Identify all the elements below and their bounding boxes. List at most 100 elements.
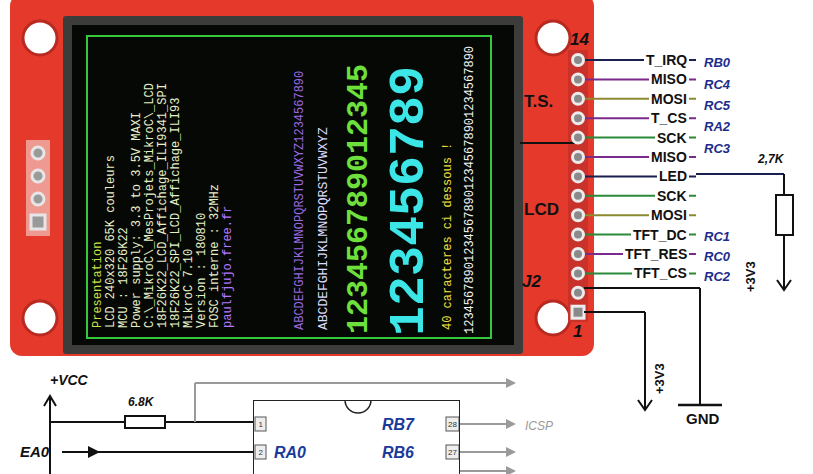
screen-digits: 123456789 <box>384 66 436 336</box>
pin-name: RB7 <box>382 416 414 434</box>
arrow-head <box>506 419 516 429</box>
supply-arrow <box>777 280 791 290</box>
supply-arrow <box>44 396 56 406</box>
pin-box <box>255 417 266 431</box>
screen-text: 1234567890123456789012345678901234567890 <box>463 46 477 334</box>
port-pin: RC1 <box>704 229 730 244</box>
signal-name: T_CS <box>649 110 689 126</box>
icsp-wire <box>460 451 508 453</box>
arrow-head <box>506 378 516 388</box>
signal-name: EA0 <box>20 443 49 460</box>
ground-symbol <box>678 404 722 407</box>
mclr-wire <box>50 421 125 423</box>
header-pad <box>573 249 584 260</box>
screen-text: MikroC 7.10 <box>182 249 196 328</box>
header-pad <box>573 190 584 201</box>
icsp-wire <box>460 423 508 425</box>
header-pad <box>573 210 584 221</box>
ground-label: GND <box>686 410 719 427</box>
signal-name: SCK <box>655 188 689 204</box>
resistor-value: 2,7K <box>758 152 783 166</box>
header-pad <box>573 287 584 298</box>
screen-text: Version : 180810 <box>195 213 209 328</box>
vcc-wire <box>584 311 645 313</box>
icsp-wire <box>194 383 196 422</box>
vcc-wire <box>49 397 51 474</box>
led-wire <box>696 173 784 175</box>
port-pin: RB0 <box>704 55 730 70</box>
header-pad <box>573 268 584 279</box>
signal-name: SCK <box>655 130 689 146</box>
port-pin: RC3 <box>704 141 730 156</box>
screen-text: C:\_MikroC\_MesProjets_MikroC\_LCD <box>143 83 157 328</box>
display-frame <box>87 36 491 338</box>
gnd-wire <box>699 288 701 405</box>
header-pad <box>573 93 584 104</box>
screen-text: paulfjujo.free.fr <box>221 206 235 328</box>
mounting-hole <box>23 21 57 55</box>
screen-text: ABCDEFGHIJKLMNOPQRSTUVWXYZ1234567890 <box>293 71 307 330</box>
header-pad <box>573 171 584 182</box>
pin-header <box>568 50 588 322</box>
header-pad <box>32 170 44 182</box>
section-label: LCD <box>524 200 559 220</box>
header-pad <box>573 113 584 124</box>
gnd-wire <box>584 287 700 289</box>
pin-name: RA0 <box>274 444 306 462</box>
signal-name: TFT_CS <box>632 265 689 281</box>
mcu-chip: RA0 RB7RB6 <box>253 400 460 474</box>
sd-header <box>26 140 50 236</box>
connector-name: J2 <box>522 272 541 292</box>
arrow-head <box>506 447 516 457</box>
header-pad <box>32 193 44 205</box>
mounting-hole <box>536 21 570 55</box>
supply-label: +3V3 <box>743 261 758 292</box>
resistor-symbol <box>125 416 165 428</box>
pin-box <box>446 445 459 459</box>
header-pad <box>573 152 584 163</box>
icsp-wire <box>195 382 508 384</box>
header-pad <box>573 55 584 66</box>
lcd-glass <box>63 16 523 354</box>
mounting-hole <box>23 301 57 335</box>
screen-text: Power supply: 3.3 to 3.5V MAXI <box>130 112 144 328</box>
signal-name: TFT_RES <box>623 246 689 262</box>
screen-digits: 123456789012345 <box>343 64 375 334</box>
port-pin: RA2 <box>704 119 730 134</box>
header-pad <box>32 147 44 159</box>
screen-text: 18F26K22_LCD_Affichage_ILI9341_SPI <box>156 83 170 328</box>
supply-label: +VCC <box>50 372 88 388</box>
header-pad <box>573 132 584 143</box>
signal-name: T_IRQ <box>644 52 689 68</box>
mclr-wire <box>165 421 253 423</box>
screen-text: 18F26K22_SPI_LCD_Affichage_ILI93 <box>169 98 183 328</box>
screen-text: MCU : 18F26K22 <box>117 227 131 328</box>
resistor-value: 6.8K <box>128 395 153 409</box>
supply-arrow <box>638 400 652 410</box>
port-pin: RC5 <box>704 98 730 113</box>
led-wire <box>783 235 785 289</box>
separator-line <box>520 142 576 144</box>
mounting-hole <box>536 301 570 335</box>
screen-text: LCD 240x320 65K couleurs <box>104 155 118 328</box>
signal-name: MOSI <box>649 207 689 223</box>
signal-name: MISO <box>649 149 689 165</box>
pin-number: 2 <box>259 448 263 457</box>
lcd-display <box>72 25 514 345</box>
arrow-head <box>88 446 100 458</box>
pcb-board <box>10 0 594 356</box>
pin-box <box>255 445 266 459</box>
port-pin: RC4 <box>704 77 730 92</box>
connector-name: ICSP <box>525 419 553 433</box>
pin-number: 1 <box>573 322 582 342</box>
signal-name: MOSI <box>649 91 689 107</box>
screen-text: Presentation <box>91 242 105 328</box>
section-label: T.S. <box>524 92 553 112</box>
signal-name: TFT_DC <box>631 227 689 243</box>
chip-notch <box>345 400 371 413</box>
pin-name: RB6 <box>382 444 414 462</box>
pin-number: 1 <box>259 420 263 429</box>
port-pin: RC0 <box>704 249 730 264</box>
header-pad <box>31 215 45 229</box>
pin-box <box>446 417 459 431</box>
